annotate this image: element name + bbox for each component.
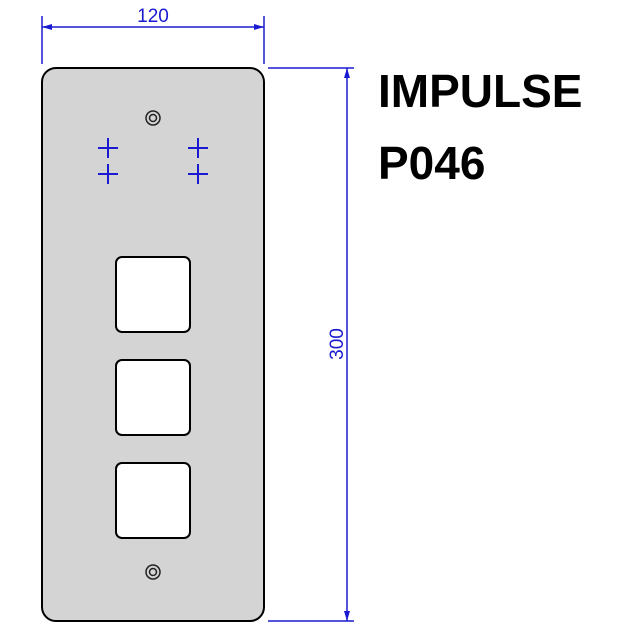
faceplate-outline (41, 67, 265, 622)
key-opening-3 (115, 462, 191, 539)
alignment-crosses (98, 138, 208, 184)
cross-mark-icon (98, 164, 118, 184)
height-dimension-label: 300 (327, 328, 348, 360)
product-name: IMPULSE (378, 65, 583, 117)
height-dimension (268, 67, 354, 622)
key-openings (115, 256, 191, 539)
cross-mark-icon (188, 164, 208, 184)
faceplate (41, 67, 265, 622)
mounting-hole-top (145, 110, 161, 126)
key-opening-2 (115, 359, 191, 436)
mounting-hole-bottom (145, 564, 161, 580)
cross-mark-icon (188, 138, 208, 158)
product-title-block: IMPULSE P046 (378, 68, 582, 212)
product-code: P046 (378, 137, 486, 189)
width-dimension (41, 16, 265, 64)
cross-mark-icon (98, 138, 118, 158)
key-opening-1 (115, 256, 191, 333)
width-dimension-label: 120 (137, 6, 169, 27)
